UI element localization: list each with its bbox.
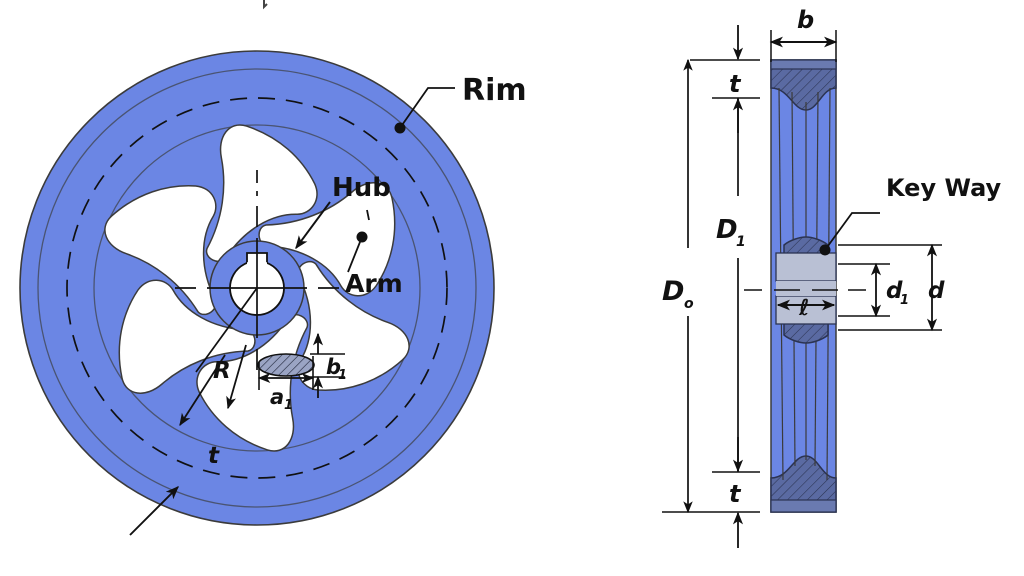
dimension-D1-subscript: 1 [736,234,746,250]
arm-cutout-group [104,124,410,452]
label-hub-leader [295,201,331,250]
dimension-b1-subscript: 1 [338,368,347,383]
pitch-dashed-circle [66,97,448,479]
dimension-d1-subscript: 1 [900,293,909,308]
label-keyway: Key Way [819,174,1002,256]
dimension-l-label: ℓ [798,296,809,321]
label-hub-tick [366,209,370,221]
dimension-b: b [769,6,838,62]
dimension-D1-label: D [716,215,738,245]
dimension-a1-subscript: 1 [284,398,293,413]
dimension-d1-label: d [886,278,903,304]
dimension-b1: b 1 [310,332,347,398]
rim-pointer-arrow [129,486,179,536]
front-view: a 1 b 1 R t Rim [19,50,527,536]
label-rim-leader [399,87,455,129]
dimension-D0-label: D [662,276,684,307]
dimension-t-top-label: t [729,70,742,98]
dimension-l: ℓ [776,296,836,321]
label-arm-leader [347,236,363,273]
hub-bore-mid [776,281,836,296]
dimension-d-label: d [928,278,945,304]
dimension-R: R [195,287,258,384]
dimension-D0-subscript: o [684,296,694,312]
label-keyway-leader [824,212,880,251]
hub-bore-upper [775,252,837,282]
label-rim-text: Rim [462,73,527,108]
dimension-d1: d 1 [838,262,909,318]
dimension-t-front: t [129,344,247,536]
dimension-R-label: R [213,358,231,384]
label-hub: Hub [295,173,391,250]
label-arm: Arm [345,231,403,298]
dimension-a1-label: a [270,385,284,409]
rim-face-bottom [770,499,837,513]
dimension-t-bottom-label: t [729,480,742,508]
dimension-b-label: b [797,6,814,34]
dimension-d: d [838,243,945,332]
label-keyway-text: Key Way [886,174,1002,202]
rim-face-top [770,59,837,70]
web-outer-circle [93,124,421,452]
label-hub-text: Hub [332,173,391,203]
label-rim: Rim [394,73,527,134]
top-cropped-mark [263,0,268,10]
dimension-D0: D o [662,58,694,514]
label-arm-text: Arm [345,269,403,298]
side-sectional-view: b t t D 1 D o [662,6,1002,548]
dimension-t-front-label: t [208,443,220,469]
dimension-b1-label: b [326,355,341,379]
arm-section-ellipse [257,353,315,377]
rim-inner-circle [37,68,477,508]
dimension-D1: D 1 [716,98,746,472]
